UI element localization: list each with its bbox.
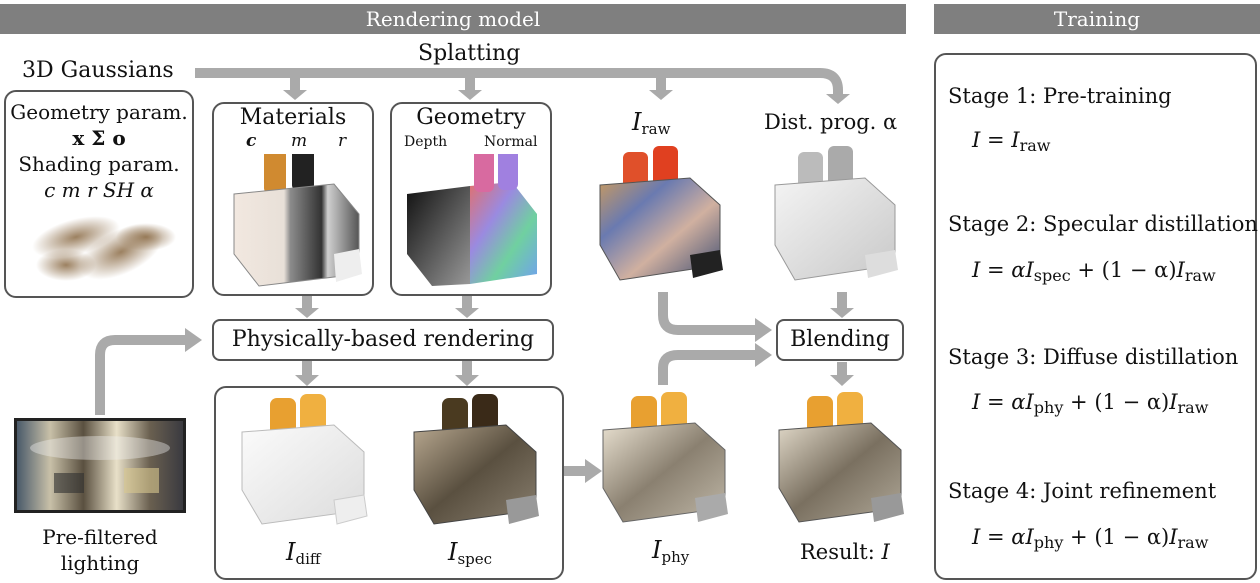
blending-box: Blending [776, 319, 904, 361]
stage1-equation: I = Iraw [972, 128, 1051, 155]
geometry-normal-label: Normal [484, 134, 538, 150]
idiff-label: Idiff [286, 538, 321, 568]
pbr-label: Physically-based rendering [231, 327, 535, 352]
stage2-title: Stage 2: Specular distillation [948, 212, 1258, 236]
lighting-line2: lighting [60, 551, 140, 575]
params-box: Geometry param. x Σ o Shading param. c m… [4, 90, 194, 298]
geometry-title: Geometry [416, 105, 526, 130]
gaussians-label: 3D Gaussians [22, 58, 174, 83]
geometry-image [407, 154, 537, 286]
iphy-image [602, 392, 728, 523]
result-label: Result: I [800, 540, 890, 564]
materials-r-label: r [338, 131, 347, 151]
result-image [778, 392, 904, 523]
ispec-image [413, 394, 539, 525]
stage2-equation: I = αIspec + (1 − α)Iraw [972, 258, 1216, 285]
stage1-title: Stage 1: Pre-training [948, 84, 1172, 108]
stage3-equation: I = αIphy + (1 − α)Iraw [972, 390, 1209, 417]
idiff-image [241, 394, 368, 525]
pbr-box: Physically-based rendering [212, 319, 554, 361]
materials-box: Materials c m r [212, 102, 374, 296]
geometry-box: Geometry Depth Normal [390, 102, 552, 296]
geometry-depth-label: Depth [404, 134, 448, 150]
materials-title: Materials [239, 105, 347, 130]
stage3-title: Stage 3: Diffuse distillation [948, 345, 1239, 369]
shading-param-label: Shading param. [18, 152, 180, 176]
geometry-symbols: x Σ o [72, 126, 126, 150]
rendering-model-header: Rendering model [0, 4, 906, 34]
shading-symbols: c m r SH α [44, 178, 154, 202]
training-header: Training [934, 4, 1260, 34]
outputs-box: Idiff Ispec [214, 386, 564, 580]
geometry-param-label: Geometry param. [10, 100, 188, 124]
blending-label: Blending [790, 327, 890, 352]
materials-c-label: c [246, 131, 257, 151]
materials-m-label: m [291, 131, 308, 151]
ispec-label: Ispec [448, 538, 493, 568]
dist-prog-image [774, 146, 898, 281]
dist-prog-label: Dist. prog. α [764, 110, 898, 134]
materials-image [233, 154, 362, 287]
gaussian-blobs-image [32, 216, 176, 281]
iphy-label: Iphy [652, 536, 690, 566]
lighting-line1: Pre-filtered [42, 525, 158, 549]
stage4-equation: I = αIphy + (1 − α)Iraw [972, 525, 1209, 552]
iraw-label: Iraw [632, 108, 671, 138]
lighting-image [14, 418, 186, 513]
stage4-title: Stage 4: Joint refinement [948, 479, 1217, 503]
training-box [934, 53, 1257, 580]
iraw-image [599, 146, 723, 281]
splatting-label: Splatting [418, 41, 521, 66]
